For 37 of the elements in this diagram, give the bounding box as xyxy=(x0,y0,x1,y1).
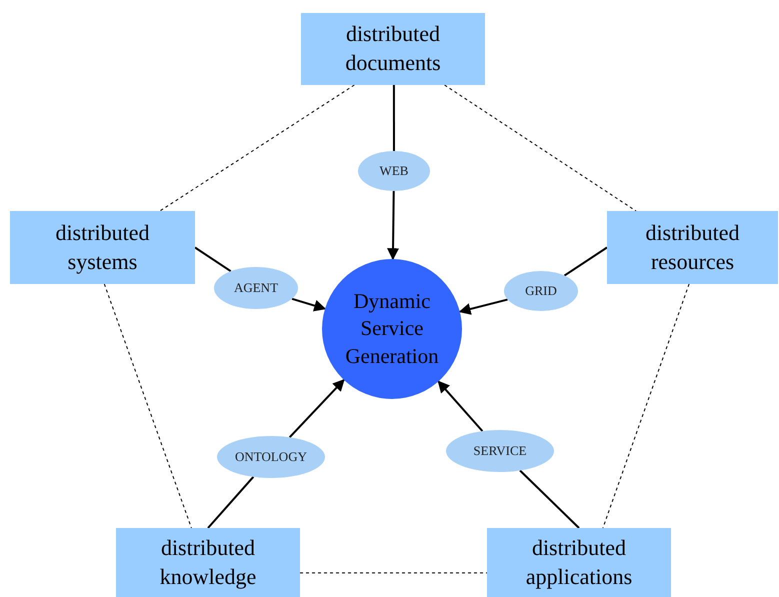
arrow xyxy=(288,379,345,438)
node-label: distributed knowledge xyxy=(158,534,258,591)
label-ellipse xyxy=(217,436,325,478)
node-label: distributed applications xyxy=(524,534,634,591)
dashed-line xyxy=(602,284,690,528)
node-label: distributed resources xyxy=(644,218,741,276)
central-circle xyxy=(322,259,462,399)
label-ellipse xyxy=(504,271,578,311)
connector-line xyxy=(519,470,580,529)
connector-line xyxy=(207,476,254,529)
node-label: SERVICE xyxy=(472,442,528,460)
process-box xyxy=(116,528,300,597)
node-label: distributed systems xyxy=(54,218,151,276)
process-box xyxy=(487,528,671,597)
arrow xyxy=(387,190,400,260)
dashed-line xyxy=(300,572,488,574)
node-label: GRID xyxy=(524,282,558,300)
arrow xyxy=(458,298,508,315)
node-label: Dynamic Service Generation xyxy=(344,288,440,370)
dashed-line xyxy=(159,84,355,212)
dashed-line xyxy=(444,84,637,212)
process-box xyxy=(10,211,195,284)
node-label: distributed documents xyxy=(344,20,442,77)
label-ellipse xyxy=(214,267,298,309)
connector-line xyxy=(194,246,232,272)
process-box xyxy=(607,211,778,284)
label-ellipse xyxy=(446,430,554,472)
process-box xyxy=(301,13,485,85)
dashed-line xyxy=(104,284,192,528)
node-label: AGENT xyxy=(232,280,280,296)
arrow xyxy=(292,298,326,312)
label-ellipse xyxy=(358,151,430,191)
connector-line xyxy=(564,246,608,276)
node-label: ONTOLOGY xyxy=(234,448,308,466)
node-label: WEB xyxy=(378,162,410,180)
connector-line xyxy=(392,85,395,151)
arrow xyxy=(438,380,484,432)
